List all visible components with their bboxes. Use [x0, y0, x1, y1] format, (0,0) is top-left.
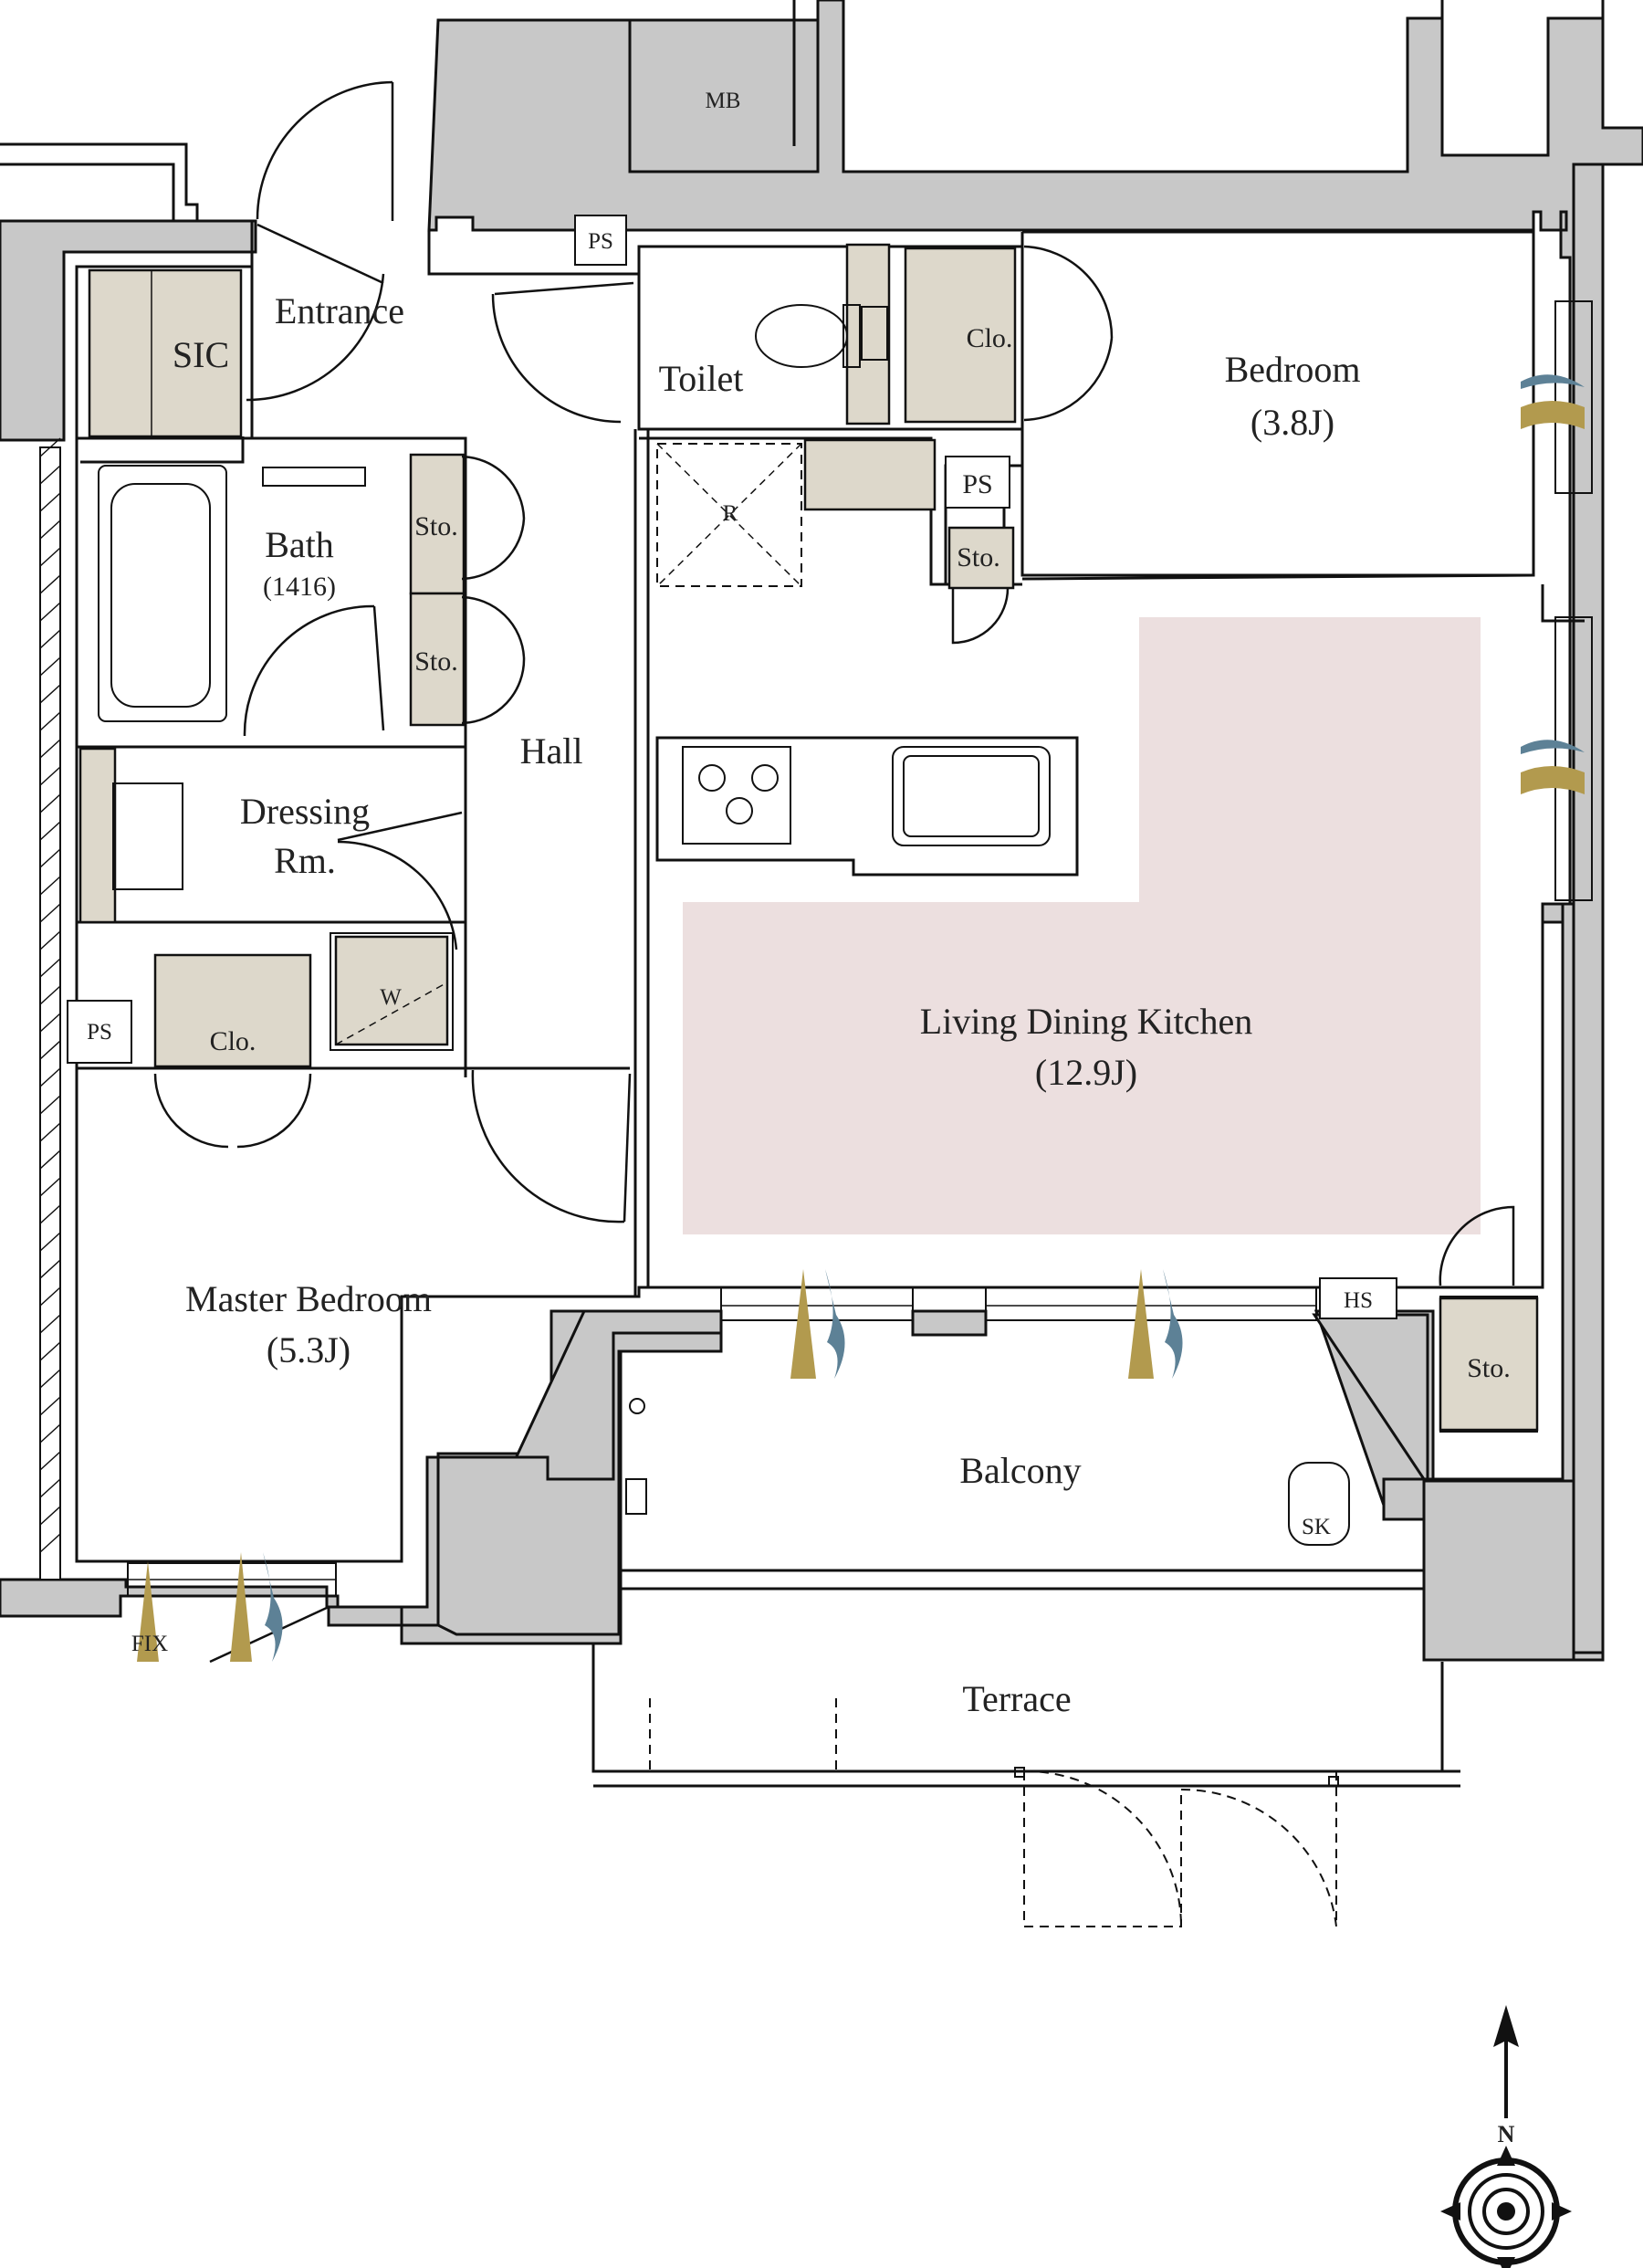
label-sto-kitchen: Sto. [957, 542, 1000, 572]
doors [153, 80, 1515, 1664]
label-sic: SIC [173, 334, 229, 375]
kitchen-shelf [803, 438, 937, 511]
label-ldk: Living Dining Kitchen [920, 1001, 1252, 1042]
ldk-highlight [683, 617, 1481, 1234]
hall-storage-1 [409, 453, 466, 595]
label-dressing-1: Dressing [240, 791, 370, 832]
sic-closet [88, 268, 243, 438]
dressing-counter [78, 747, 117, 924]
outer-lines [0, 0, 1605, 221]
label-terrace: Terrace [962, 1678, 1071, 1719]
label-toilet: Toilet [659, 358, 744, 399]
toilet-cabinet [845, 243, 891, 425]
label-ps-kitchen: PS [962, 469, 992, 499]
label-sto-balcony: Sto. [1467, 1353, 1511, 1383]
label-bedroom: Bedroom [1225, 349, 1361, 390]
label-balcony: Balcony [959, 1450, 1081, 1491]
label-dressing-2: Rm. [274, 840, 336, 881]
label-ps-left: PS [87, 1020, 112, 1045]
label-sto-1: Sto. [414, 511, 458, 541]
labels: SIC Entrance MB PS Toilet Clo. Bedroom (… [67, 89, 1511, 1719]
balcony-terrace [591, 1569, 1460, 1927]
label-bath-size: (1416) [263, 572, 336, 602]
label-bedroom-size: (3.8J) [1251, 402, 1334, 443]
label-clo-bedroom: Clo. [967, 323, 1013, 353]
label-sto-2: Sto. [414, 646, 458, 677]
label-master-bedroom: Master Bedroom [185, 1278, 432, 1319]
label-washer: W [380, 985, 402, 1010]
label-hs: HS [1344, 1288, 1373, 1313]
hall-storage-2 [409, 592, 466, 727]
balcony-storage [1439, 1297, 1539, 1432]
label-clo-master: Clo. [210, 1026, 256, 1056]
kitchen-sto [947, 526, 1015, 590]
label-entrance: Entrance [275, 290, 404, 331]
label-ps-top: PS [588, 229, 613, 254]
label-master-size: (5.3J) [267, 1329, 351, 1370]
fixtures [78, 243, 1539, 1546]
compass: N [1440, 2005, 1572, 2268]
label-sk: SK [1302, 1515, 1331, 1539]
label-ldk-size: (12.9J) [1035, 1052, 1137, 1093]
label-fix: FIX [131, 1632, 168, 1656]
label-hall: Hall [520, 730, 583, 772]
windows [127, 300, 1593, 1597]
master-closet [153, 953, 312, 1068]
walls [0, 0, 1643, 1662]
label-mb: MB [706, 89, 741, 113]
label-bath: Bath [265, 524, 334, 565]
ventilation-markers [137, 374, 1585, 1662]
bedroom-closet [904, 247, 1017, 424]
label-fridge: R [723, 501, 738, 526]
compass-north-label: N [1498, 2121, 1515, 2147]
